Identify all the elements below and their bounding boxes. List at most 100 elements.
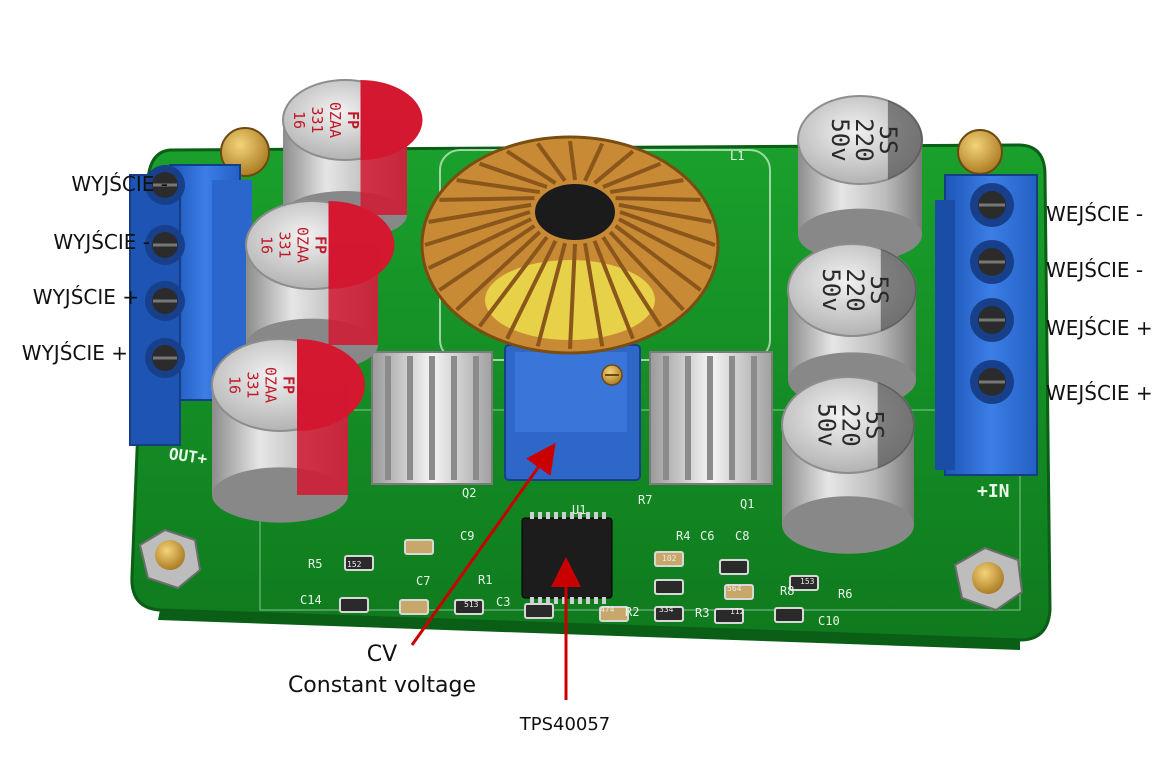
capacitor-marking: 220 <box>841 268 869 311</box>
toroidal-inductor <box>420 135 720 355</box>
capacitor-marking: 5S <box>860 411 888 440</box>
capacitor-marking: 16 <box>225 376 243 394</box>
capacitor-marking: 5S <box>874 126 902 155</box>
chip-pin <box>578 597 582 604</box>
chip-pin <box>538 512 542 519</box>
annotation-chip: TPS40057 <box>519 714 611 735</box>
output-label-2: WYJŚCIE - <box>53 230 150 254</box>
resistor-code: 334 <box>659 605 674 614</box>
input-label-2: WEJŚCIE - <box>1046 258 1144 282</box>
silk-ref-designator: C6 <box>700 529 714 543</box>
capacitor-marking: 50v <box>826 118 854 161</box>
smd-component <box>404 539 434 555</box>
smd-component <box>719 559 749 575</box>
chip-pin <box>586 512 590 519</box>
capacitor-marking: 220 <box>836 403 864 446</box>
output-terminal-screw <box>145 338 185 378</box>
annotation-cv-desc: Constant voltage <box>287 673 477 698</box>
capacitor-marking: 220 <box>850 118 878 161</box>
output-terminal-screw <box>145 225 185 265</box>
chip-pin <box>570 512 574 519</box>
capacitor-marking: 0ZAA <box>293 227 311 263</box>
chip-pin <box>586 597 590 604</box>
chip-pin <box>546 597 550 604</box>
chip-pin <box>530 597 534 604</box>
chip-pin <box>538 597 542 604</box>
input-terminal-screw <box>970 183 1014 227</box>
capacitor-marking: FP <box>279 376 297 394</box>
chip-pin <box>562 512 566 519</box>
silk-ref-designator: R5 <box>308 557 322 571</box>
silk-ref-designator: C8 <box>735 529 749 543</box>
silk-ref-designator: R8 <box>780 584 794 598</box>
capacitor-marking: 50v <box>812 403 840 446</box>
smd-component <box>524 603 554 619</box>
capacitor-marking: 331 <box>243 371 261 398</box>
chip-pin <box>530 512 534 519</box>
chip-pin <box>594 597 598 604</box>
silk-ref-designator: Q1 <box>740 497 754 511</box>
smd-component <box>654 551 684 567</box>
smd-component <box>654 579 684 595</box>
heatsink-left <box>371 351 493 485</box>
input-terminal-screw <box>970 298 1014 342</box>
annotation-cv: CV <box>366 642 398 667</box>
input-label-1: WEJŚCIE - <box>1046 202 1144 226</box>
pcb-edge <box>158 610 1020 650</box>
chip-pin <box>546 512 550 519</box>
capacitor-marking: 331 <box>275 231 293 258</box>
chip-pin <box>602 597 606 604</box>
output-label-4: WYJŚCIE + <box>21 341 128 365</box>
nut-bottom-left <box>138 528 202 590</box>
smd-component <box>654 606 684 622</box>
capacitor-marking: 0ZAA <box>326 102 344 138</box>
output-label-1: WYJŚCIE - <box>71 172 168 196</box>
resistor-code: 112 <box>730 607 745 616</box>
chip-pin <box>554 512 558 519</box>
capacitor-marking: 16 <box>257 236 275 254</box>
output-terminal-screw <box>145 165 185 205</box>
chip-pin <box>554 597 558 604</box>
capacitor-marking: 331 <box>308 106 326 133</box>
silk-ref-designator: R6 <box>838 587 852 601</box>
resistor-code: 153 <box>800 577 815 586</box>
silk-ref-designator: R3 <box>695 606 709 620</box>
smd-component <box>344 555 374 571</box>
silk-ref-designator: R2 <box>625 605 639 619</box>
silk-ref-designator: C7 <box>416 574 430 588</box>
resistor-code: 152 <box>347 560 362 569</box>
smd-component <box>714 608 744 624</box>
smd-component <box>399 599 429 615</box>
capacitor-marking: 5S <box>865 276 893 305</box>
silk-ref-designator: R7 <box>638 493 652 507</box>
smd-component <box>724 584 754 600</box>
silk-ref-designator: C10 <box>818 614 840 628</box>
input-terminal-screw <box>970 240 1014 284</box>
resistor-code: 564 <box>727 584 742 593</box>
silk-l1-label: L1 <box>730 149 744 163</box>
trimmer-potentiometer <box>504 344 641 481</box>
smd-component <box>789 575 819 591</box>
capacitor-marking: 16 <box>290 111 308 129</box>
capacitor-marking: FP <box>311 236 329 254</box>
input-terminal-screw <box>970 360 1014 404</box>
capacitor-marking: 50v <box>817 268 845 311</box>
resistor-code: 102 <box>662 554 677 563</box>
resistor-code: 474 <box>600 605 615 614</box>
silk-ref-designator: C9 <box>460 529 474 543</box>
silk-ref-designator: Q2 <box>462 486 476 500</box>
arrow-cv <box>410 442 556 646</box>
resistor-code: 513 <box>464 600 479 609</box>
chip-pin <box>594 512 598 519</box>
silk-ref-designator: R1 <box>478 573 492 587</box>
silk-u1-label: U1 <box>572 503 586 517</box>
nut-bottom-right <box>953 546 1024 612</box>
input-label-4: WEJŚCIE + <box>1046 381 1153 405</box>
input-label-3: WEJŚCIE + <box>1046 316 1153 340</box>
chip-pin <box>602 512 606 519</box>
